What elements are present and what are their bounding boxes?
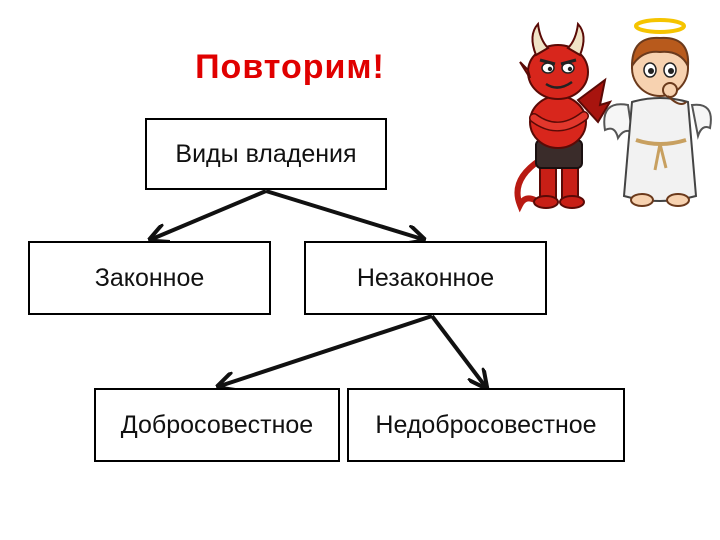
arrow-illegal-to-bad (430, 314, 485, 386)
devil-icon (514, 21, 613, 213)
node-illegal: Незаконное (304, 241, 547, 315)
node-illegal-label: Незаконное (356, 263, 495, 292)
node-good-faith: Добросовестное (94, 388, 340, 462)
devil-angel-illustration (514, 18, 712, 213)
node-legal: Законное (28, 241, 271, 315)
arrow-illegal-to-good (220, 314, 433, 386)
node-good-faith-label: Добросовестное (120, 410, 314, 439)
node-root: Виды владения (145, 118, 387, 190)
angel-icon (603, 18, 712, 207)
node-bad-faith: Недобросовестное (347, 388, 625, 462)
arrow-root-to-legal (152, 189, 267, 239)
node-bad-faith-label: Недобросовестное (375, 410, 597, 439)
arrow-root-to-illegal (265, 189, 422, 239)
node-root-label: Виды владения (175, 139, 357, 168)
slide-title: Повторим! (195, 48, 385, 86)
node-legal-label: Законное (94, 263, 205, 292)
